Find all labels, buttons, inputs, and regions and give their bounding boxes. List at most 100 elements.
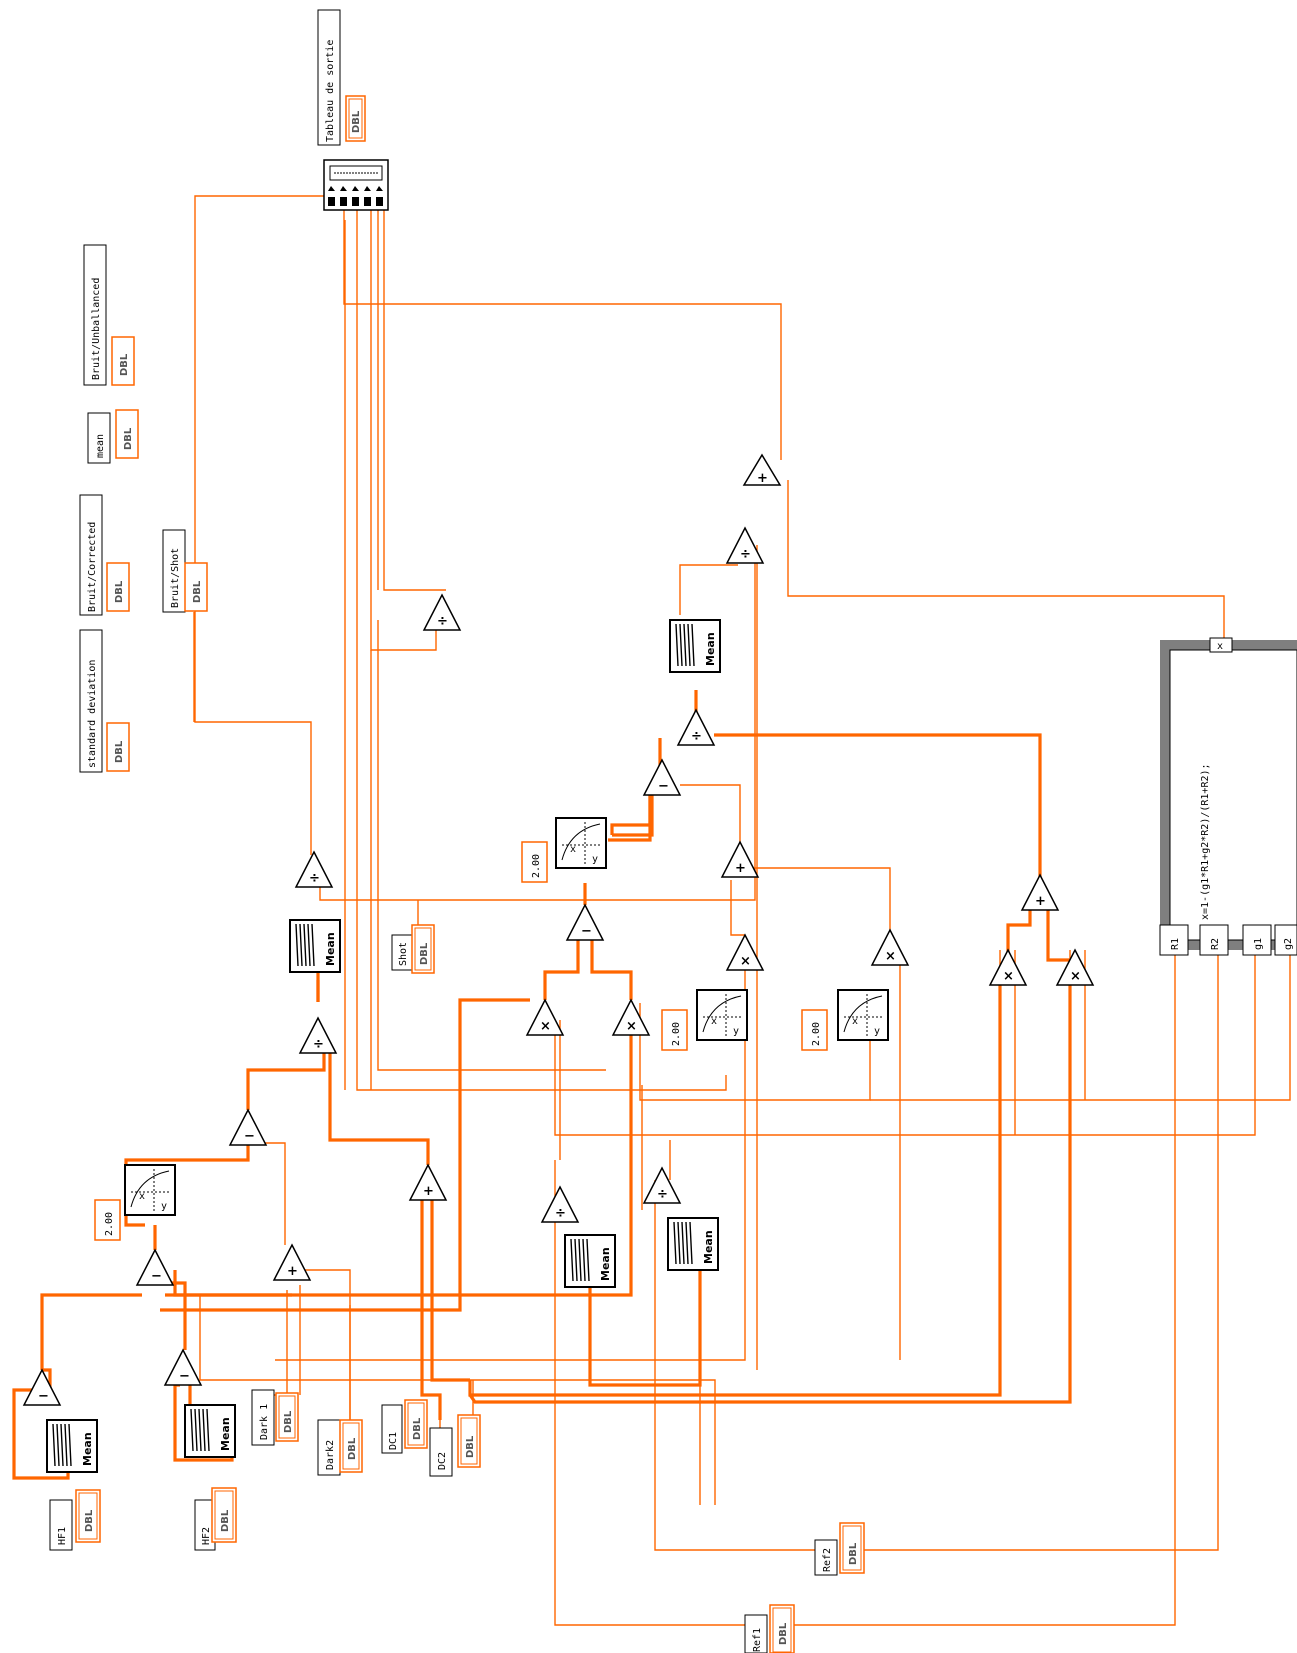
ref1-control[interactable]: Ref1 DBL [744, 1604, 795, 1653]
svg-text:x: x [139, 1191, 145, 1202]
svg-text:×: × [1003, 969, 1014, 984]
bruit-corrected-indicator[interactable]: Bruit/Corrected DBL [79, 494, 130, 616]
ref2-control[interactable]: Ref2 DBL [814, 1522, 865, 1576]
subtract-icon: − [642, 758, 682, 796]
hf1-control[interactable]: HF1 DBL [49, 1489, 101, 1551]
constant-2-b[interactable]: 2.00 [661, 1009, 688, 1051]
svg-text:x: x [1217, 641, 1223, 652]
svg-text:y: y [874, 1026, 880, 1037]
bruit-corrected-dbl: DBL [114, 580, 125, 603]
dc2-control[interactable]: DC2 DBL [429, 1414, 481, 1477]
divide-icon: ÷ [540, 1185, 580, 1223]
bruit-unballanced-label: Bruit/Unballanced [91, 278, 102, 380]
add-icon: + [742, 453, 782, 486]
ref1-dbl: DBL [778, 1622, 789, 1645]
svg-text:2.00: 2.00 [531, 854, 542, 878]
svg-text:2.00: 2.00 [671, 1022, 682, 1046]
svg-text:−: − [581, 924, 592, 939]
divide-icon: ÷ [298, 1016, 338, 1054]
constant-2-d[interactable]: 2.00 [94, 1199, 121, 1241]
svg-text:y: y [592, 854, 598, 865]
dark1-control[interactable]: Dark 1 DBL [251, 1389, 299, 1446]
formula-input-r2[interactable] [1199, 924, 1229, 956]
svg-text:×: × [626, 1019, 637, 1034]
build-array-icon [323, 159, 389, 211]
mean-dbl: DBL [123, 427, 134, 450]
standard-deviation-indicator[interactable]: standard deviation DBL [79, 629, 130, 773]
add-icon: + [720, 840, 760, 878]
svg-text:g2: g2 [1283, 938, 1294, 950]
svg-text:−: − [244, 1129, 255, 1144]
hf2-control[interactable]: HF2 DBL [194, 1487, 237, 1551]
svg-text:+: + [757, 471, 768, 486]
std-dev-dbl: DBL [114, 740, 125, 763]
dc1-dbl: DBL [412, 1417, 423, 1440]
formula-input-r1[interactable] [1159, 924, 1189, 956]
svg-text:2.00: 2.00 [104, 1212, 115, 1236]
mean-indicator[interactable]: mean DBL [87, 409, 139, 464]
mean-icon: Mean [669, 619, 721, 673]
bruit-shot-indicator[interactable]: Bruit/Shot DBL [162, 529, 208, 613]
dark1-dbl: DBL [283, 1410, 294, 1433]
hf2-dbl: DBL [220, 1509, 231, 1532]
svg-text:x: x [711, 1016, 717, 1027]
svg-text:÷: ÷ [309, 871, 320, 886]
svg-text:+: + [1035, 894, 1046, 909]
svg-text:Mean: Mean [702, 1230, 715, 1264]
dc1-label: DC1 [388, 1432, 399, 1450]
add-icon: + [272, 1243, 312, 1281]
hf1-label: HF1 [57, 1527, 68, 1545]
shot-dbl: DBL [419, 942, 430, 965]
svg-text:÷: ÷ [313, 1037, 324, 1052]
hf1-dbl: DBL [84, 1509, 95, 1532]
power-icon: xy [696, 989, 748, 1041]
svg-text:y: y [161, 1201, 167, 1212]
ref1-label: Ref1 [752, 1628, 763, 1652]
bruit-corrected-label: Bruit/Corrected [87, 522, 98, 612]
dark2-label: Dark2 [325, 1440, 336, 1470]
svg-text:R2: R2 [1210, 938, 1221, 950]
svg-text:−: − [151, 1269, 162, 1284]
svg-text:Mean: Mean [219, 1417, 232, 1451]
svg-text:+: + [735, 861, 746, 876]
bruit-unballanced-indicator[interactable]: Bruit/Unballanced DBL [83, 244, 135, 386]
divide-icon: ÷ [294, 850, 334, 888]
svg-text:+: + [423, 1184, 434, 1199]
dc2-dbl: DBL [465, 1435, 476, 1458]
divide-icon: ÷ [725, 526, 765, 564]
bruit-unballanced-dbl: DBL [119, 353, 130, 376]
formula-input-g1[interactable] [1242, 924, 1272, 956]
subtract-icon: − [22, 1368, 62, 1406]
std-dev-label: standard deviation [87, 660, 98, 768]
svg-text:÷: ÷ [740, 547, 751, 562]
tableau-de-sortie-indicator[interactable]: Tableau de sortie DBL [317, 9, 366, 146]
power-icon: xy [124, 1164, 176, 1216]
ref2-dbl: DBL [848, 1542, 859, 1565]
formula-output-x[interactable] [1209, 637, 1233, 653]
subtract-icon: − [135, 1248, 175, 1286]
svg-text:Mean: Mean [324, 932, 337, 966]
tableau-dbl: DBL [351, 110, 362, 133]
mean-label: mean [95, 434, 106, 458]
svg-text:×: × [740, 954, 751, 969]
power-icon: xy [555, 817, 607, 869]
svg-text:y: y [733, 1026, 739, 1037]
constant-2-c[interactable]: 2.00 [801, 1009, 828, 1051]
svg-text:2.00: 2.00 [811, 1022, 822, 1046]
constant-2-a[interactable]: 2.00 [521, 841, 548, 883]
svg-text:Mean: Mean [81, 1432, 94, 1466]
bruit-shot-dbl: DBL [192, 580, 203, 603]
hf2-label: HF2 [201, 1527, 212, 1545]
formula-node[interactable]: x x=1-(g1*R1+g2*R2)/(R1+R2); R1 R2 g1 g2 [1159, 637, 1297, 956]
multiply-icon: × [611, 998, 651, 1036]
formula-input-g2[interactable] [1274, 924, 1297, 956]
dark2-control[interactable]: Dark2 DBL [317, 1419, 363, 1476]
svg-text:−: − [179, 1369, 190, 1384]
svg-text:×: × [540, 1019, 551, 1034]
dc1-control[interactable]: DC1 DBL [381, 1399, 428, 1454]
shot-control[interactable]: Shot DBL [391, 924, 435, 974]
ref2-label: Ref2 [822, 1548, 833, 1572]
mean-icon: Mean [564, 1234, 616, 1288]
formula-expression[interactable]: x=1-(g1*R1+g2*R2)/(R1+R2); [1200, 763, 1211, 920]
svg-text:÷: ÷ [437, 614, 448, 629]
